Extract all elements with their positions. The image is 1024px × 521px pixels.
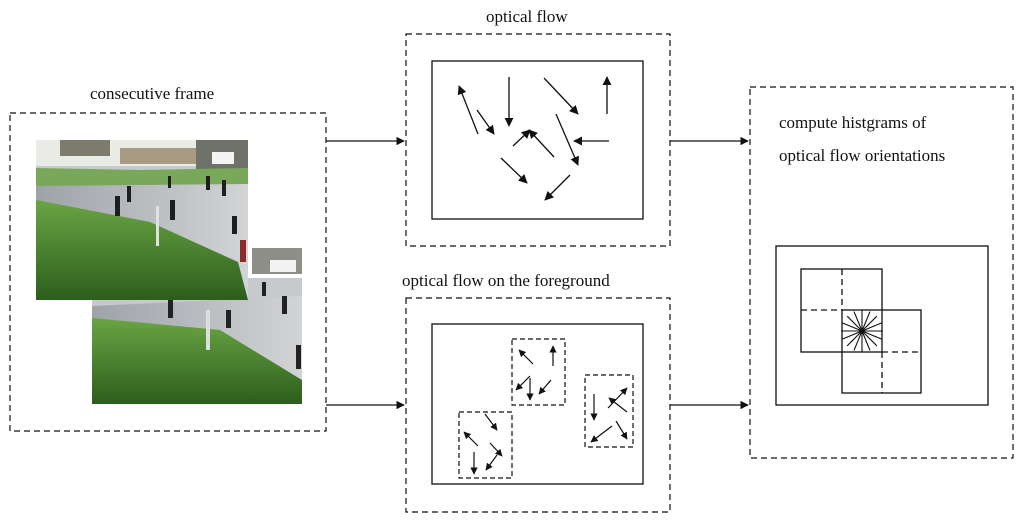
orientation-ray bbox=[846, 315, 863, 332]
orientation-ray bbox=[853, 311, 863, 332]
video-frame-2 bbox=[92, 244, 302, 404]
optical-flow-frame bbox=[431, 60, 644, 220]
video-frame-1 bbox=[36, 140, 248, 300]
consecutive-frame-box bbox=[9, 112, 327, 432]
foreground-flow-label: optical flow on the foreground bbox=[402, 271, 610, 290]
orientation-ray bbox=[853, 330, 863, 351]
histogram-label-line2: optical flow orientations bbox=[779, 146, 946, 165]
consecutive-frame-label: consecutive frame bbox=[90, 84, 215, 103]
foreground-region-1 bbox=[511, 338, 566, 406]
orientation-ray bbox=[861, 330, 882, 340]
orientation-ray bbox=[861, 315, 878, 332]
histogram-cells bbox=[800, 268, 922, 394]
flow-arrows bbox=[326, 136, 749, 410]
histogram-frame bbox=[775, 245, 989, 406]
optical-flow-label: optical flow bbox=[486, 7, 568, 26]
orientation-ray bbox=[861, 330, 878, 347]
orientation-ray bbox=[842, 322, 863, 332]
foreground-region-2 bbox=[584, 374, 634, 448]
foreground-flow-frame bbox=[431, 323, 644, 485]
orientation-ray bbox=[846, 330, 863, 347]
orientation-ray bbox=[842, 330, 863, 340]
foreground-region-3 bbox=[458, 411, 513, 479]
orientation-ray bbox=[861, 311, 871, 332]
histogram-label-line1: compute histgrams of bbox=[779, 113, 927, 132]
orientation-ray bbox=[861, 330, 871, 351]
orientation-histogram-icon bbox=[841, 310, 883, 352]
optical-flow-box bbox=[405, 33, 671, 247]
optical-flow-vectors bbox=[457, 76, 612, 201]
histogram-box bbox=[749, 86, 1014, 459]
orientation-ray bbox=[861, 322, 882, 332]
